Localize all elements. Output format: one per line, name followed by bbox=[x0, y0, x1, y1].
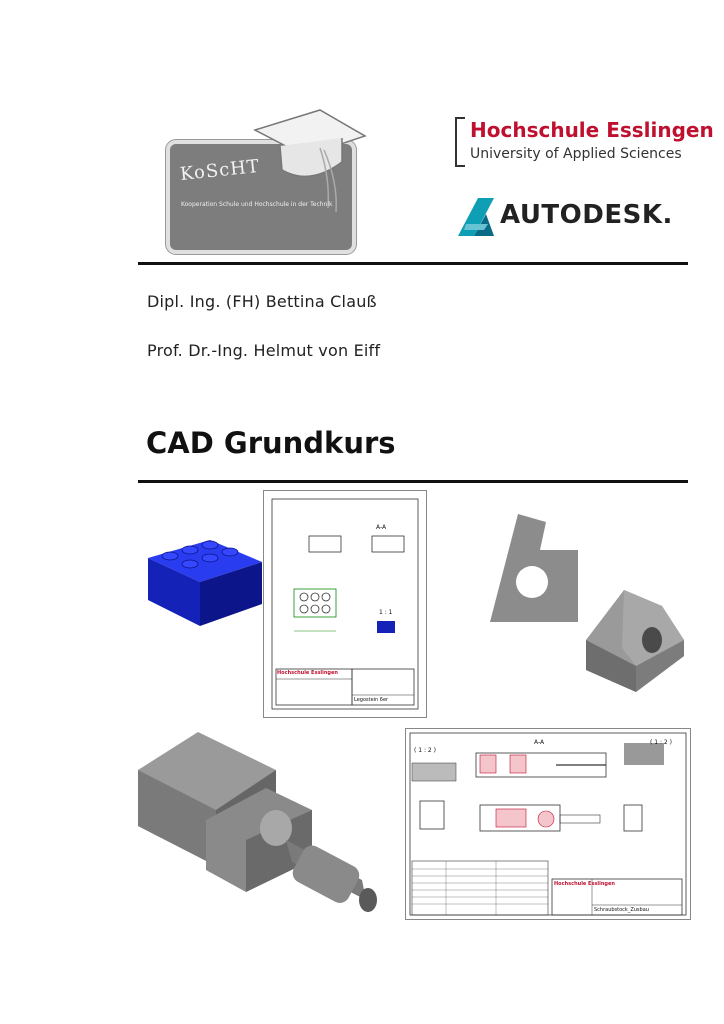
titleblock-name: Schraubstock_Zusbau bbox=[594, 907, 649, 913]
autodesk-a-icon bbox=[458, 198, 494, 236]
document-title: CAD Grundkurs bbox=[146, 426, 396, 460]
graduation-cap-icon bbox=[253, 109, 367, 213]
lego-brick-image bbox=[148, 540, 262, 626]
kosht-subtitle: Kooperation Schule und Hochschule in der… bbox=[181, 201, 333, 208]
hochschule-name: Hochschule Esslingen bbox=[470, 118, 714, 142]
bracket-icon bbox=[455, 117, 465, 167]
autodesk-name: AUTODESK. bbox=[500, 200, 673, 230]
scale-label: 1 : 1 bbox=[379, 609, 393, 616]
bracket-profile-image bbox=[490, 514, 578, 622]
titleblock-school: Hochschule Esslingen bbox=[277, 670, 338, 676]
section-label: A-A bbox=[376, 524, 387, 531]
drawing-lines bbox=[409, 732, 687, 916]
technical-drawing-vise: A-A ( 1 : 2 ) ( 1 : 2 ) Hochschule Essli… bbox=[405, 728, 691, 920]
titleblock-name: Legostein 6er bbox=[354, 697, 389, 703]
titleblock-school: Hochschule Esslingen bbox=[554, 881, 615, 887]
scale-left-label: ( 1 : 2 ) bbox=[414, 747, 436, 754]
machine-vise-image bbox=[138, 732, 377, 912]
hochschule-subtitle: University of Applied Sciences bbox=[470, 146, 682, 162]
top-divider bbox=[138, 262, 688, 265]
bottom-divider bbox=[138, 480, 688, 483]
section-label: A-A bbox=[534, 739, 545, 746]
bracket-3d-image bbox=[586, 590, 684, 692]
technical-drawing-lego: A-A 1 : 1 Hochschule Esslingen Legostein… bbox=[263, 490, 427, 718]
scale-right-label: ( 1 : 2 ) bbox=[650, 739, 672, 746]
drawing-lines bbox=[271, 498, 419, 710]
author-2: Prof. Dr.-Ing. Helmut von Eiff bbox=[147, 341, 381, 360]
author-1: Dipl. Ing. (FH) Bettina Clauß bbox=[147, 292, 377, 311]
